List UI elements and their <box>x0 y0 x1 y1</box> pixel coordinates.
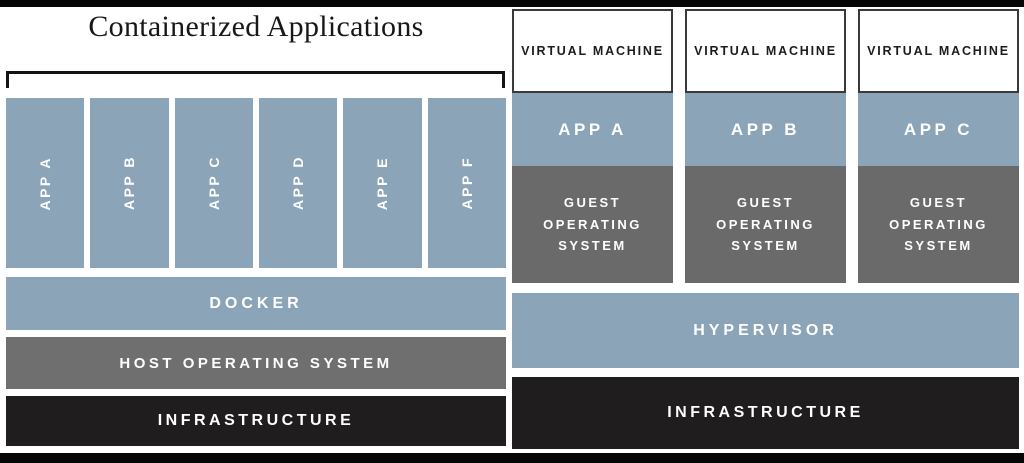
virtual-machine-a-header: VIRTUAL MACHINE <box>512 9 673 93</box>
vm-b-guest-os-label: GUEST OPERATING SYSTEM <box>716 195 815 254</box>
host-operating-system-label: HOST OPERATING SYSTEM <box>119 354 393 372</box>
vm-c-guest-os: GUEST OPERATING SYSTEM <box>858 166 1019 283</box>
host-operating-system-layer: HOST OPERATING SYSTEM <box>6 337 506 389</box>
virtual-machine-a-title: VIRTUAL MACHINE <box>521 44 664 58</box>
infrastructure-right-label: INFRASTRUCTURE <box>667 404 864 421</box>
infrastructure-layer-right: INFRASTRUCTURE <box>512 377 1019 449</box>
vm-c-guest-os-label: GUEST OPERATING SYSTEM <box>889 195 988 254</box>
vm-a-guest-os: GUEST OPERATING SYSTEM <box>512 166 673 283</box>
vm-b-guest-os: GUEST OPERATING SYSTEM <box>685 166 846 283</box>
virtual-machine-c-header: VIRTUAL MACHINE <box>858 9 1019 93</box>
virtual-machine-c-title: VIRTUAL MACHINE <box>867 44 1010 58</box>
container-app-d: APP D <box>258 98 338 268</box>
container-app-f: APP F <box>427 98 506 268</box>
container-app-a-label: APP A <box>37 155 54 211</box>
bottom-border <box>0 453 1024 463</box>
hypervisor-label: HYPERVISOR <box>693 321 838 339</box>
infrastructure-left-label: INFRASTRUCTURE <box>157 412 355 429</box>
top-border <box>0 0 1024 7</box>
container-app-a: APP A <box>6 98 85 268</box>
virtual-machine-b: VIRTUAL MACHINE APP B GUEST OPERATING SY… <box>685 9 846 283</box>
container-app-b-label: APP B <box>121 155 138 211</box>
diagram-title: Containerized Applications <box>88 10 424 43</box>
container-app-c-label: APP C <box>205 155 222 211</box>
vm-app-a: APP A <box>512 93 673 166</box>
grouping-bracket <box>6 71 505 88</box>
vm-app-b: APP B <box>685 93 846 166</box>
virtual-machine-c: VIRTUAL MACHINE APP C GUEST OPERATING SY… <box>858 9 1019 283</box>
container-app-b: APP B <box>90 98 169 268</box>
virtual-machines-row: VIRTUAL MACHINE APP A GUEST OPERATING SY… <box>512 9 1019 283</box>
container-app-c: APP C <box>174 98 253 268</box>
hypervisor-layer: HYPERVISOR <box>512 293 1019 368</box>
virtual-machine-b-header: VIRTUAL MACHINE <box>685 9 846 93</box>
vm-app-c: APP C <box>858 93 1019 166</box>
virtual-machine-b-title: VIRTUAL MACHINE <box>694 44 837 58</box>
infrastructure-layer-left: INFRASTRUCTURE <box>6 396 506 446</box>
docker-layer: DOCKER <box>6 277 506 330</box>
vm-app-b-label: APP B <box>730 119 801 139</box>
container-app-d-label: APP D <box>290 155 307 211</box>
virtual-machines-panel: VIRTUAL MACHINE APP A GUEST OPERATING SY… <box>512 7 1019 453</box>
container-apps-row: APP A APP B APP C APP D APP E APP F <box>6 98 506 268</box>
vm-app-a-label: APP A <box>558 119 627 139</box>
docker-layer-label: DOCKER <box>209 294 303 312</box>
vm-app-c-label: APP C <box>903 119 974 139</box>
container-app-e: APP E <box>343 98 422 268</box>
container-app-f-label: APP F <box>458 156 475 210</box>
virtual-machine-a: VIRTUAL MACHINE APP A GUEST OPERATING SY… <box>512 9 673 283</box>
containerized-applications-panel: Containerized Applications APP A APP B A… <box>6 7 506 453</box>
vm-a-guest-os-label: GUEST OPERATING SYSTEM <box>543 195 642 254</box>
container-app-e-label: APP E <box>374 155 391 211</box>
